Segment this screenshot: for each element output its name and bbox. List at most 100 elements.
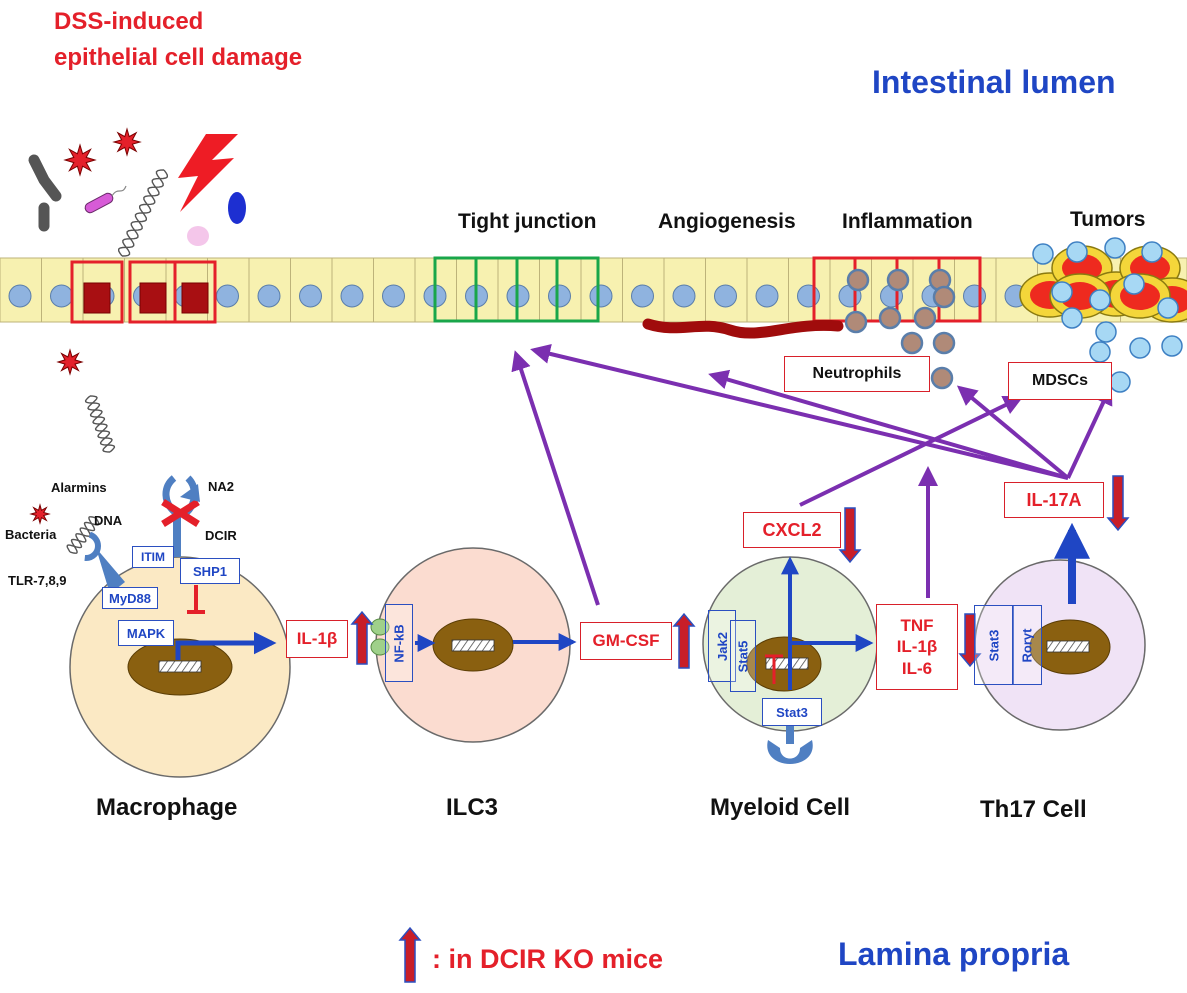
blood-vessel-icon xyxy=(642,318,844,339)
inflammation-label: Inflammation xyxy=(842,210,973,233)
tight-junction-cells xyxy=(433,256,600,323)
gmcsf-box: GM-CSF xyxy=(580,622,672,660)
epithelial-nucleus xyxy=(548,284,571,308)
intestinal-lumen-label: Intestinal lumen xyxy=(872,64,1116,100)
mdsc-icon xyxy=(1061,307,1083,329)
epithelial-nucleus xyxy=(299,284,322,308)
mdsc-icon xyxy=(1157,297,1179,319)
il17a-to-angiogenesis-arrow xyxy=(708,369,1069,480)
stat3-myeloid-box: Stat3 xyxy=(762,698,822,726)
dcir-receptor-icon xyxy=(161,475,200,557)
jak2-label: Jak2 xyxy=(714,631,730,661)
gmcsf-increase-arrow xyxy=(672,612,696,669)
lamina-propria-label: Lamina propria xyxy=(838,936,1070,972)
legend-arrow-icon xyxy=(398,926,422,983)
receptor-icon xyxy=(370,618,390,636)
myeloid-cell-label: Myeloid Cell xyxy=(710,794,851,821)
neutrophil-icon xyxy=(844,310,868,334)
epithelial-nucleus xyxy=(714,284,737,308)
lightning-icon xyxy=(178,134,238,212)
myd88-box: MyD88 xyxy=(102,587,158,609)
neutrophil-icon xyxy=(913,306,937,330)
stat3-th17-label: Stat3 xyxy=(986,629,1002,661)
il17a-to-neutrophils-arrow xyxy=(956,385,1070,480)
alarmin-icon xyxy=(228,192,246,224)
mdsc-icon xyxy=(1161,335,1183,357)
mdsc-icon xyxy=(1104,237,1126,259)
alarmins-label: Alarmins xyxy=(51,480,107,495)
epithelium-layer xyxy=(0,257,1187,323)
bacteria-icon xyxy=(84,192,114,214)
legend-text: : in DCIR KO mice xyxy=(432,944,664,974)
ilc3-label: ILC3 xyxy=(446,794,499,821)
damage-star-icon xyxy=(63,143,97,177)
epithelial-nucleus xyxy=(755,284,779,308)
dna-label: DNA xyxy=(94,513,123,528)
damaged-epithelial-cells xyxy=(70,260,217,324)
neutrophils-box: Neutrophils xyxy=(784,356,930,392)
il6-label: IL-6 xyxy=(901,658,933,678)
bacteria-label: Bacteria xyxy=(5,527,57,542)
neutrophil-icon xyxy=(932,331,956,355)
pathogen-icons xyxy=(28,127,246,554)
epithelial-nucleus xyxy=(216,284,239,308)
dcir-label: DCIR xyxy=(205,528,237,543)
na2-label: NA2 xyxy=(208,479,235,494)
neutrophil-icon xyxy=(900,331,924,355)
cxcl2-to-mdscs-arrow xyxy=(799,396,1024,507)
nfkb-label: NF-kB xyxy=(391,623,407,663)
neutrophil-icon xyxy=(886,268,910,292)
roryt-box: Rorγt xyxy=(1012,605,1042,685)
stat5-label: Stat5 xyxy=(735,640,751,672)
nfkb-box: NF-kB xyxy=(385,604,413,682)
epithelial-nucleus xyxy=(797,284,820,308)
itim-box: ITIM xyxy=(132,546,174,568)
mdsc-icon xyxy=(1089,289,1111,311)
dcir-ko-increase-arrows xyxy=(350,475,1130,983)
roryt-label: Rorγt xyxy=(1019,628,1035,662)
damage-star-icon xyxy=(56,348,84,376)
stat5-box: Stat5 xyxy=(730,620,756,692)
cxcl2-decrease-arrow xyxy=(838,507,862,564)
jak2-box: Jak2 xyxy=(708,610,736,682)
tumors-label: Tumors xyxy=(1070,208,1146,231)
inhibition-icon xyxy=(765,654,783,684)
epithelial-nucleus xyxy=(50,284,73,308)
epithelial-nucleus xyxy=(8,284,32,308)
macrophage-cell xyxy=(69,556,291,778)
mdsc-icon xyxy=(1066,241,1088,263)
mdsc-cells xyxy=(1032,237,1183,393)
mdsc-icon xyxy=(1129,337,1151,359)
mdsc-icon xyxy=(1089,341,1111,363)
mdsc-icon xyxy=(1032,243,1054,265)
blue-signaling-arrows xyxy=(175,522,1090,690)
damage-title-line1: DSS-induced xyxy=(54,8,204,35)
mdsc-icon xyxy=(1095,321,1117,343)
neutrophil-icon xyxy=(878,306,902,330)
dna-icon xyxy=(66,395,116,554)
epithelial-nucleus xyxy=(631,284,654,308)
il17a-to-tight-junction-arrow xyxy=(530,344,1069,480)
il17a-box: IL-17A xyxy=(1004,482,1104,518)
tight-junction-label: Tight junction xyxy=(458,210,597,233)
stat3-th17-box: Stat3 xyxy=(974,605,1014,685)
bacteria-icon xyxy=(28,154,62,202)
mdsc-icon xyxy=(1141,241,1163,263)
gmcsf-to-tight-junction-arrow xyxy=(511,350,600,606)
neutrophil-icon xyxy=(930,366,954,390)
tnf-il1b-il6-box: TNF IL-1β IL-6 xyxy=(876,604,958,690)
na2-icon xyxy=(180,484,200,502)
receptor-icon xyxy=(370,638,390,656)
mdscs-box: MDSCs xyxy=(1008,362,1112,400)
inhibition-icon xyxy=(187,585,205,614)
mdsc-icon xyxy=(1051,281,1073,303)
damage-star-icons xyxy=(29,127,142,525)
tlr-label: TLR-7,8,9 xyxy=(8,573,67,588)
stat3-receptor-icon xyxy=(767,726,813,764)
macrophage-label: Macrophage xyxy=(96,794,238,821)
epithelial-nucleus xyxy=(963,284,986,308)
il1b-increase-arrow xyxy=(350,610,374,665)
mapk-box: MAPK xyxy=(118,620,174,646)
th17-cell xyxy=(974,559,1146,731)
